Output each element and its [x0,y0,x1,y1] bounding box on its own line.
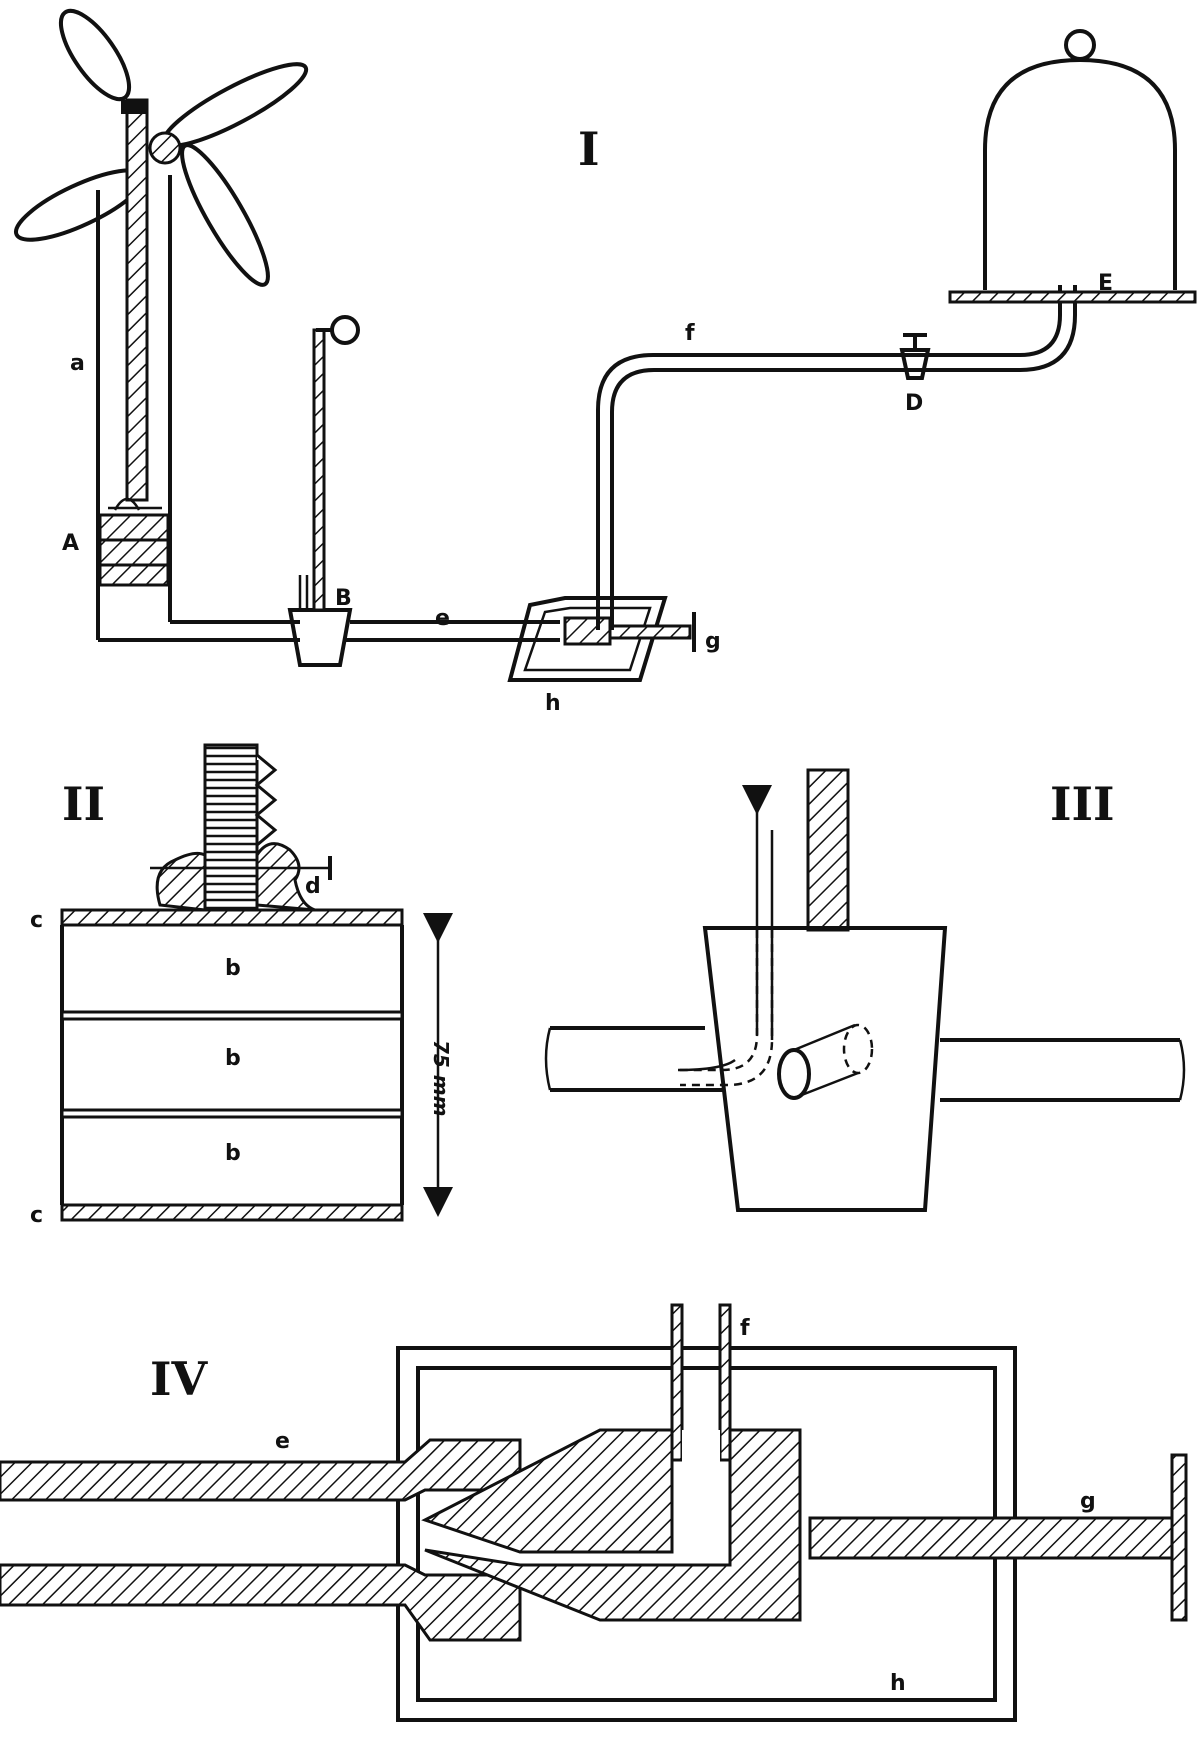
label-b-3: b [225,1141,241,1166]
stopcock-d [899,333,931,380]
label-B: B [335,586,352,611]
bell-jar [948,29,1197,304]
divider-1 [60,1010,404,1021]
figure-1: I a A [13,8,1197,716]
label-b-2: b [225,1046,241,1071]
handle-stem [806,768,850,932]
label-f: f [685,321,695,346]
divider-2 [60,1108,404,1119]
label-d: d [305,874,321,899]
dimension-label: 75 mm [429,1040,453,1116]
valve-housing-h [507,596,696,682]
label-h-4: h [890,1671,906,1696]
label-E: E [1098,271,1113,296]
screw-g [808,1516,1182,1560]
label-a: a [70,351,85,376]
gear-wheel [148,131,182,165]
screw-head [1170,1453,1188,1622]
figure-3-numeral: III [1050,777,1115,831]
label-A: A [62,531,79,556]
plate-c-top [60,908,404,927]
channel-f [682,1430,720,1552]
rack-column [125,98,149,502]
pipe-f-outer [596,285,1062,630]
valve-cone-lower [424,1428,802,1622]
figure-2-numeral: II [62,777,105,831]
clamp-left [155,851,207,912]
plate-c-bottom [60,1203,404,1222]
figure-2: II d c c b b b 75 mm [30,743,453,1228]
label-D: D [905,391,923,416]
windmill-blades [13,8,309,287]
figure-4-numeral: IV [150,1352,209,1406]
rack-teeth [254,753,278,849]
label-g: g [705,629,721,654]
stopcock-plug [702,926,948,1212]
pipe-bottom-edge [550,1088,1180,1102]
label-g-4: g [1080,1489,1096,1514]
pipe-top-edge [550,1026,1180,1042]
pipe-e-lower-wall [0,1563,522,1642]
tube-f-right [718,1303,732,1462]
pipe-f-inner [610,285,1077,630]
clamp-right [255,842,316,912]
bore-opening [777,1048,811,1100]
piston-stack [98,497,170,587]
figure-3: III [544,768,1186,1212]
label-h: h [545,691,561,716]
label-f-4: f [740,1316,750,1341]
figure-4: IV h f e g [0,1303,1188,1722]
toothed-rack [203,743,259,912]
pipe-e-upper-wall [0,1438,522,1502]
label-c-top: c [30,908,43,933]
label-c-bottom: c [30,1203,43,1228]
label-e-4: e [275,1429,290,1454]
rack-cap [121,100,147,114]
figure-1-numeral: I [578,122,600,176]
tube-f-left [670,1303,684,1462]
label-e: e [435,606,450,631]
label-b-1: b [225,956,241,981]
valve-cone-upper [421,1428,674,1554]
stopcock-b [287,315,360,667]
